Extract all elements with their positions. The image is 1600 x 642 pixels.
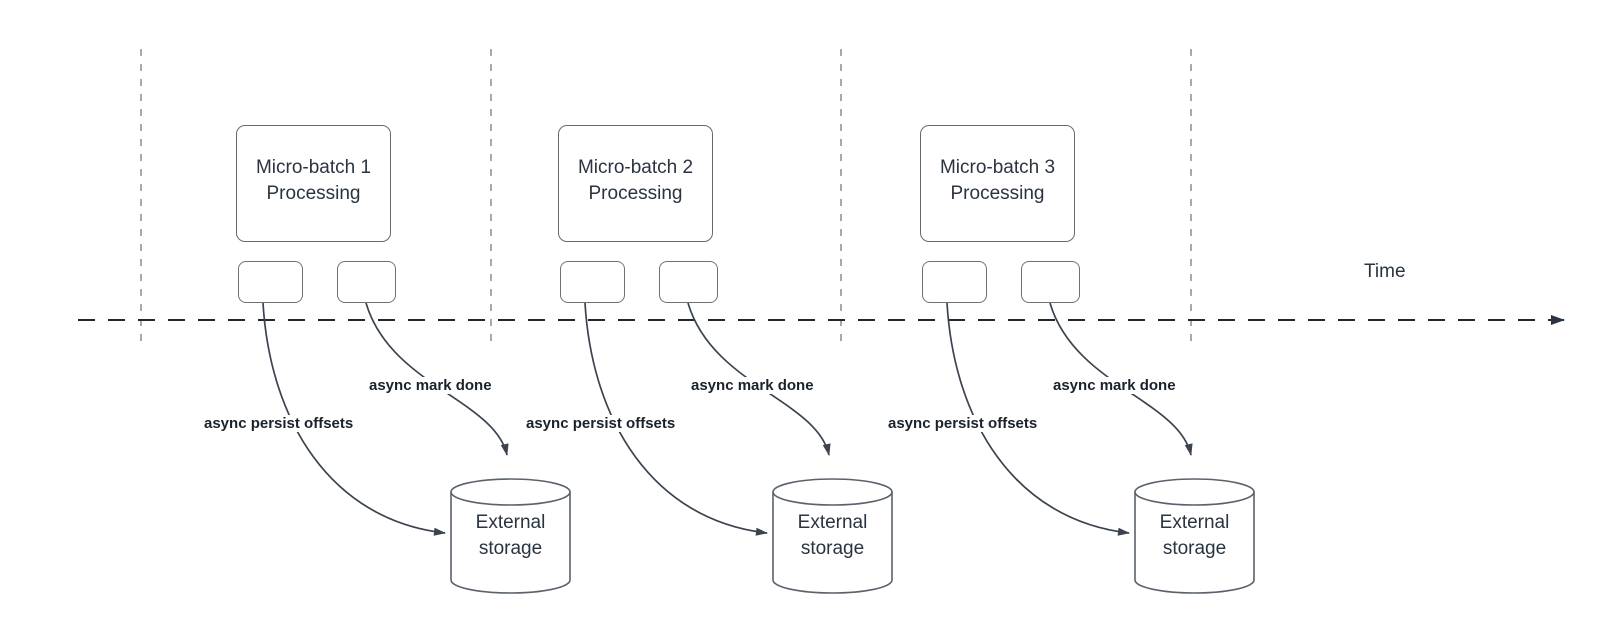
external-storage-label: External storage xyxy=(1159,512,1230,559)
mark-done-label: async mark done xyxy=(367,377,494,394)
mark-done-label: async mark done xyxy=(689,377,816,394)
mark-done-task-box xyxy=(337,261,396,303)
external-storage-cylinder xyxy=(450,478,571,594)
persist-offsets-task-box xyxy=(238,261,303,303)
external-storage-cylinder-rim xyxy=(450,491,571,506)
persist-offsets-label: async persist offsets xyxy=(886,415,1040,432)
external-storage-cylinder xyxy=(772,478,893,594)
micro-batch-2-shapes xyxy=(584,302,893,594)
persist-offsets-label: async persist offsets xyxy=(524,415,678,432)
micro-batch-3-shapes xyxy=(946,302,1255,594)
micro-batch-title: Micro-batch 1 xyxy=(255,156,372,178)
persist-offsets-task-box xyxy=(560,261,625,303)
micro-batch-1-shapes xyxy=(262,302,571,594)
micro-batch-title: Micro-batch 3 xyxy=(939,156,1056,178)
persist-offsets-arrow xyxy=(584,302,768,536)
mark-done-task-box xyxy=(1021,261,1080,303)
mark-done-label: async mark done xyxy=(1051,377,1178,394)
micro-batch-2-processing-box: Micro-batch 2 Processing xyxy=(558,125,713,242)
persist-offsets-label: async persist offsets xyxy=(202,415,356,432)
micro-batch-3-processing-box: Micro-batch 3 Processing xyxy=(920,125,1075,242)
micro-batch-title: Micro-batch 2 xyxy=(577,156,694,178)
time-axis-label: Time xyxy=(1364,261,1406,282)
micro-batch-subtitle: Processing xyxy=(588,182,683,204)
external-storage-cylinder-rim xyxy=(772,491,893,506)
external-storage-label: External storage xyxy=(797,512,868,559)
micro-batch-subtitle: Processing xyxy=(266,182,361,204)
persist-offsets-task-box xyxy=(922,261,987,303)
external-storage-cylinder xyxy=(1134,478,1255,594)
external-storage-label: External storage xyxy=(475,512,546,559)
external-storage-cylinder-rim xyxy=(1134,491,1255,506)
mark-done-task-box xyxy=(659,261,718,303)
persist-offsets-arrow xyxy=(262,302,446,536)
persist-offsets-arrow xyxy=(946,302,1130,536)
micro-batch-subtitle: Processing xyxy=(950,182,1045,204)
micro-batch-1-processing-box: Micro-batch 1 Processing xyxy=(236,125,391,242)
